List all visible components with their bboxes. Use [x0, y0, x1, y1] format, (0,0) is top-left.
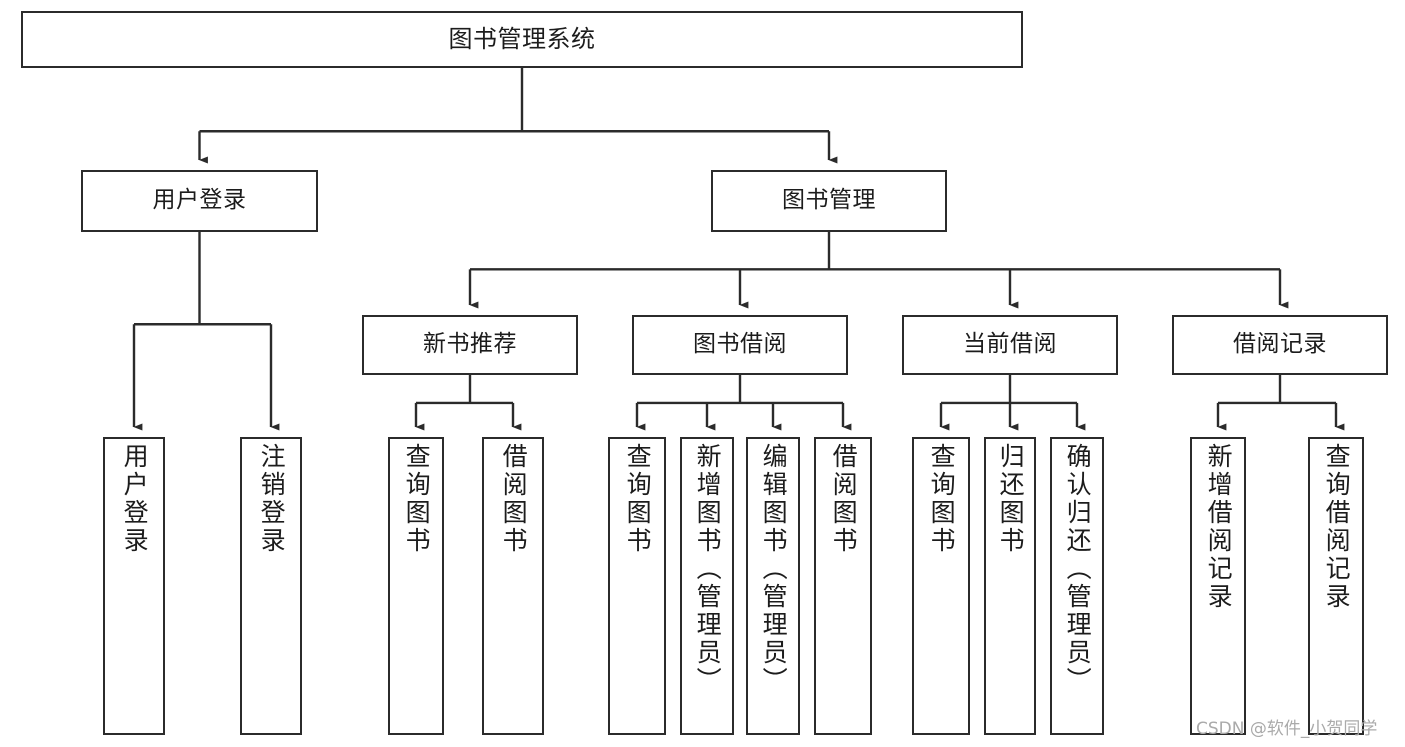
node-label: 确认归还（管理员）: [1063, 443, 1093, 695]
node-l-borrow-book[interactable]: 借阅图书: [814, 437, 872, 735]
node-l-query-book-borrow[interactable]: 查询图书: [608, 437, 666, 735]
node-label: 新增图书（管理员）: [693, 443, 723, 695]
node-l-confirm-return[interactable]: 确认归还（管理员）: [1050, 437, 1104, 735]
node-l-add-record[interactable]: 新增借阅记录: [1190, 437, 1246, 735]
node-label: 借阅图书: [829, 443, 859, 555]
node-l-query-record[interactable]: 查询借阅记录: [1308, 437, 1364, 735]
node-l-edit-book[interactable]: 编辑图书（管理员）: [746, 437, 800, 735]
node-l-query-book-rec[interactable]: 查询图书: [388, 437, 444, 735]
node-label: 查询图书: [402, 443, 432, 555]
node-n-new-book-rec[interactable]: 新书推荐: [362, 315, 578, 375]
node-l-borrow-book-rec[interactable]: 借阅图书: [482, 437, 544, 735]
node-l-add-book[interactable]: 新增图书（管理员）: [680, 437, 734, 735]
node-label: 借阅图书: [499, 443, 529, 555]
node-label: 查询借阅记录: [1322, 443, 1352, 611]
node-n-book-borrow[interactable]: 图书借阅: [632, 315, 848, 375]
node-l-user-login[interactable]: 用户登录: [103, 437, 165, 735]
node-label: 查询图书: [623, 443, 653, 555]
node-label: 图书借阅: [693, 331, 787, 358]
node-label: 用户登录: [152, 187, 247, 214]
node-n-current-borrow[interactable]: 当前借阅: [902, 315, 1118, 375]
watermark: CSDN @软件_小贺同学: [1196, 719, 1378, 739]
node-l-query-book-cur[interactable]: 查询图书: [912, 437, 970, 735]
node-l-user-logout[interactable]: 注销登录: [240, 437, 302, 735]
node-label: 新增借阅记录: [1204, 443, 1234, 611]
node-n-borrow-record[interactable]: 借阅记录: [1172, 315, 1388, 375]
node-label: 注销登录: [257, 443, 287, 555]
node-label: 借阅记录: [1233, 331, 1327, 358]
node-label: 查询图书: [927, 443, 957, 555]
node-root[interactable]: 图书管理系统: [21, 11, 1023, 68]
node-l-return-book[interactable]: 归还图书: [984, 437, 1036, 735]
node-n-book-manage[interactable]: 图书管理: [711, 170, 947, 232]
node-n-user-login[interactable]: 用户登录: [81, 170, 318, 232]
node-label: 用户登录: [120, 443, 150, 555]
node-label: 图书管理: [782, 187, 876, 214]
node-label: 归还图书: [996, 443, 1026, 555]
node-label: 编辑图书（管理员）: [759, 443, 789, 695]
node-label: 新书推荐: [423, 331, 517, 358]
node-label: 当前借阅: [963, 331, 1057, 358]
node-label: 图书管理系统: [448, 25, 596, 54]
